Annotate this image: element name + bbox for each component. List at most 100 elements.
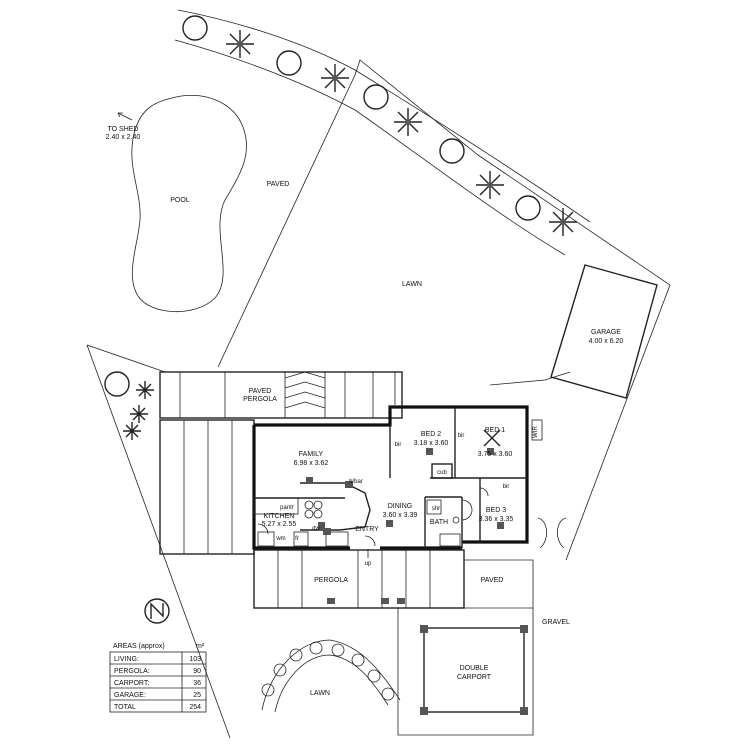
- to-shed-size: 2.40 x 2.40: [106, 134, 141, 141]
- ceiling-fan-icon: [483, 429, 501, 447]
- wm-label: wm: [275, 536, 285, 542]
- west-pergola: [159, 419, 255, 555]
- fr-label: fr: [295, 536, 299, 542]
- lawn-top-label: LAWN: [402, 281, 422, 288]
- palm-icon: [130, 405, 148, 423]
- area-row-name: TOTAL: [114, 704, 136, 711]
- paved-bottom-label: PAVED: [481, 577, 504, 584]
- double-carport: [397, 608, 534, 736]
- kitchen-label: KITCHEN: [264, 513, 295, 520]
- bed1-label: BED 1: [485, 427, 505, 434]
- shrub-icon: [439, 138, 465, 164]
- bed1-size: 3.75 x 3.60: [478, 451, 513, 458]
- cbar-label: b/bar: [349, 479, 363, 485]
- areas-table: AREAS (approx) m² LIVING: 103 PERGOLA: 9…: [109, 643, 207, 713]
- stone-icon: [289, 648, 303, 662]
- area-row-value: 36: [193, 680, 201, 687]
- light-markers: [306, 448, 504, 529]
- paved-pergola-label-1: PAVED: [249, 388, 272, 395]
- palm-icon: [549, 208, 577, 236]
- gravel-label: GRAVEL: [542, 619, 570, 626]
- area-row-value: 25: [193, 692, 201, 699]
- arrow-head-icon: [117, 112, 123, 118]
- cooktop-icon: [313, 500, 323, 510]
- garage-outline: [550, 264, 658, 399]
- area-row-value: 90: [193, 668, 201, 675]
- area-row-name: PERGOLA:: [114, 668, 150, 675]
- palm-icon: [226, 30, 254, 58]
- shrub-icon: [515, 195, 541, 221]
- stone-icon: [261, 683, 275, 697]
- garden-bed-bottom: [261, 639, 401, 713]
- bath-fittings: [426, 499, 461, 547]
- pergola-label: PERGOLA: [314, 577, 348, 584]
- stone-icon: [367, 669, 381, 683]
- bir-label-3: bir: [503, 484, 510, 490]
- house-walls: [252, 405, 529, 550]
- area-row-name: GARAGE:: [114, 692, 146, 699]
- pool-label: POOL: [170, 197, 190, 204]
- cub-label: cub: [437, 470, 447, 476]
- pool-outline: [131, 94, 247, 313]
- entry-label: ENTRY: [355, 526, 379, 533]
- areas-unit: m²: [196, 643, 205, 650]
- doors: [257, 487, 567, 549]
- garden-bed-top: [174, 9, 591, 256]
- shr-label: shr: [432, 506, 440, 512]
- up-label: up: [365, 561, 372, 567]
- bed3-size: 3.36 x 3.35: [479, 516, 514, 523]
- shrub-icon: [182, 15, 208, 41]
- lawn-bottom-label: LAWN: [310, 690, 330, 697]
- palm-icon: [123, 422, 141, 440]
- palm-plants: [123, 30, 577, 440]
- bed2-size: 3.18 x 3.60: [414, 440, 449, 447]
- kitchen-size: 5.27 x 2.55: [262, 521, 297, 528]
- to-shed-arrow: [117, 112, 133, 121]
- cooktop-icon: [304, 500, 314, 510]
- area-row-name: LIVING:: [114, 656, 139, 663]
- front-pergola: [253, 549, 465, 609]
- dw-label: dw: [312, 526, 320, 532]
- paved-pergola-area: [159, 371, 403, 419]
- north-arrow-icon: [144, 598, 170, 624]
- tree-shrubs: [104, 15, 541, 397]
- site-boundary: [86, 59, 671, 739]
- stone-icon: [331, 643, 345, 657]
- paved-top-label: PAVED: [267, 181, 290, 188]
- stone-icon: [351, 653, 365, 667]
- carport-label-2: CARPORT: [457, 674, 492, 681]
- north-arrow: [144, 598, 170, 624]
- cooktop-icon: [313, 509, 323, 519]
- garage-label: GARAGE: [591, 329, 621, 336]
- pantry-label: pantr: [280, 505, 294, 511]
- bed3-label: BED 3: [486, 507, 506, 514]
- dining-label: DINING: [388, 503, 413, 510]
- paved-bottom-outline: [398, 559, 534, 609]
- stone-icon: [309, 641, 323, 655]
- palm-icon: [321, 64, 349, 92]
- palm-icon: [394, 108, 422, 136]
- wir-box: [531, 419, 543, 441]
- bath-label: BATH: [430, 519, 448, 526]
- carport-label-1: DOUBLE: [460, 665, 489, 672]
- bed2-label: BED 2: [421, 431, 441, 438]
- paved-pergola-label-2: PERGOLA: [243, 396, 277, 403]
- area-row-value: 254: [189, 704, 201, 711]
- bir-label-2: bir: [458, 433, 465, 439]
- to-shed-label: TO SHED: [108, 126, 139, 133]
- dining-size: 3.60 x 3.39: [383, 512, 418, 519]
- kitchen-fittings: [253, 481, 371, 547]
- area-row-name: CARPORT:: [114, 680, 149, 687]
- stone-icon: [381, 687, 395, 701]
- shrub-icon: [276, 50, 302, 76]
- areas-header: AREAS (approx): [113, 643, 165, 650]
- shrub-icon: [363, 84, 389, 110]
- palm-icon: [476, 171, 504, 199]
- stone-icon: [273, 663, 287, 677]
- bir-label-1: bir: [395, 442, 402, 448]
- shrub-icon: [104, 371, 130, 397]
- palm-icon: [136, 381, 154, 399]
- family-label: FAMILY: [299, 451, 324, 458]
- cooktop-icon: [304, 509, 314, 519]
